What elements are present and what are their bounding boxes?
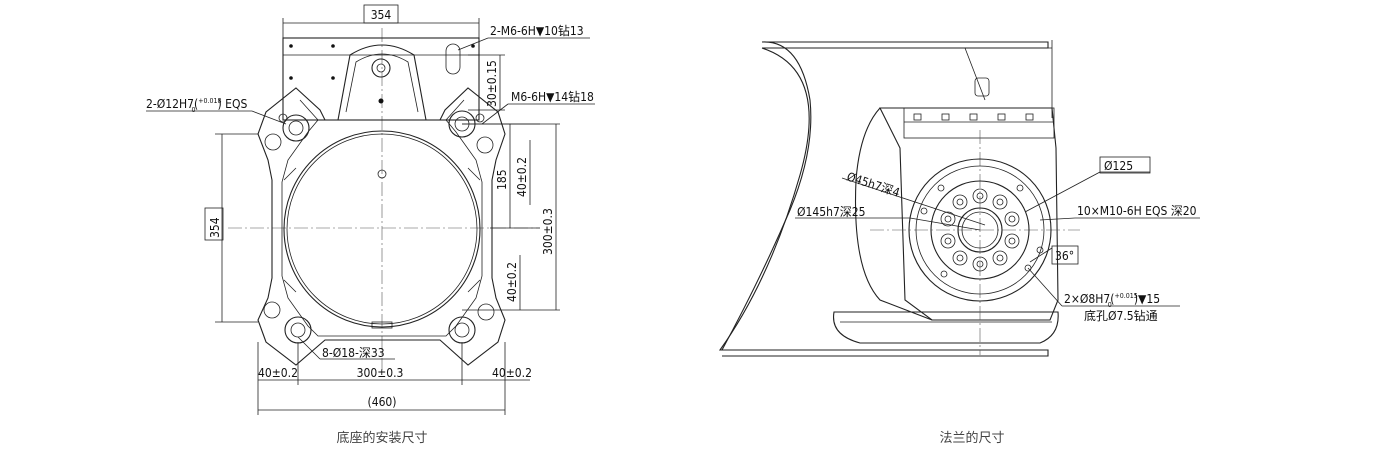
callout-d125: Ø125 xyxy=(1104,159,1133,173)
base-hole-bl xyxy=(284,316,312,344)
dim-40-upper: 40±0.2 xyxy=(515,157,529,197)
flange-bolt-holes xyxy=(940,188,1020,272)
caption-base: 底座的安装尺寸 xyxy=(336,430,427,446)
dim-300-horizontal: 300±0.3 xyxy=(357,366,404,380)
dim-354-vertical: 354 xyxy=(208,217,222,238)
callout-top-thread: 2-M6-6H▼10钻13 xyxy=(490,23,584,38)
dim-40-left: 40±0.2 xyxy=(258,366,298,380)
callout-d45: Ø45h7深4 xyxy=(845,170,902,200)
base-hole-tl xyxy=(282,114,310,142)
dim-40-right: 40±0.2 xyxy=(492,366,532,380)
dim-185: 185 xyxy=(495,169,509,190)
callout-bottom-hole: 底孔Ø7.5钻通 xyxy=(1084,308,1158,323)
dim-top-width: 354 xyxy=(371,8,392,22)
dim-overall: (460) xyxy=(367,395,396,409)
flange-drawing: Ø125 Ø45h7深4 Ø145h7深25 10×M10-6H EQS 深20… xyxy=(718,40,1200,446)
base-hole-br xyxy=(448,316,476,344)
base-drawing: 354 2-M6-6H▼10钻13 30±0.15 M6-6H▼14钻18 2-… xyxy=(146,4,595,446)
caption-flange: 法兰的尺寸 xyxy=(939,430,1004,446)
angle-36: 36° xyxy=(1055,249,1074,263)
dim-40-lower: 40±0.2 xyxy=(505,262,519,302)
callout-mount-holes: 8-Ø18-深33 xyxy=(322,346,385,360)
callout-side-thread: M6-6H▼14钻18 xyxy=(511,89,594,104)
callout-thread: 10×M10-6H EQS 深20 xyxy=(1077,204,1197,218)
dim-30: 30±0.15 xyxy=(485,60,499,107)
dim-300-vertical: 300±0.3 xyxy=(541,208,555,255)
callout-d145: Ø145h7深25 xyxy=(797,205,866,219)
